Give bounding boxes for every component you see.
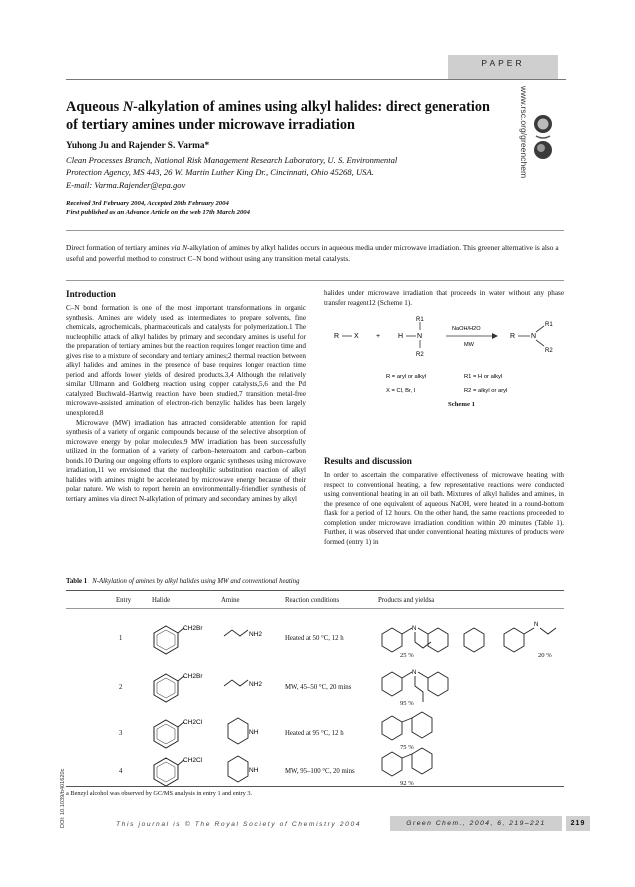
results-heading: Results and discussion xyxy=(324,456,412,466)
svg-text:R2: R2 xyxy=(545,348,553,354)
svg-text:X = Cl, Br, I: X = Cl, Br, I xyxy=(386,388,416,394)
received-dates: Received 3rd February 2004, Accepted 20t… xyxy=(66,200,250,216)
intro-paragraph-1: C–N bond formation is one of the most im… xyxy=(66,304,306,418)
table-row-2-amine: NH2 xyxy=(223,679,262,688)
table-row-1-products: N N xyxy=(381,622,557,653)
green-chem-logo-icon xyxy=(534,115,552,159)
table-row-3-yield: 75 % xyxy=(400,744,414,751)
svg-text:NaOH/H2O: NaOH/H2O xyxy=(452,326,481,332)
svg-text:NH2: NH2 xyxy=(249,631,262,638)
svg-text:CH2Cl: CH2Cl xyxy=(183,719,203,726)
table-header-products: Products and yieldsa xyxy=(378,597,435,604)
table-row-3-product xyxy=(381,711,433,741)
intro-heading: Introduction xyxy=(66,289,116,299)
table-row-2-entry: 2 xyxy=(119,684,123,691)
svg-text:N: N xyxy=(417,333,422,340)
table-row-3-halide: CH2Cl xyxy=(153,719,203,749)
intro-continued: halides under microwave irradiation that… xyxy=(324,289,564,307)
svg-text:N: N xyxy=(534,622,538,628)
affiliation: Clean Processes Branch, National Risk Ma… xyxy=(66,155,398,190)
svg-text:CH2Br: CH2Br xyxy=(183,625,203,632)
svg-text:N: N xyxy=(412,626,416,632)
svg-text:NH2: NH2 xyxy=(249,681,262,688)
abstract-top-rule xyxy=(66,230,564,231)
svg-text:X: X xyxy=(354,333,359,340)
table-row-4-conditions: MW, 95–100 °C, 20 mins xyxy=(285,768,355,775)
svg-text:R2: R2 xyxy=(416,352,424,358)
section-tag-bar xyxy=(448,55,558,79)
intro-body: C–N bond formation is one of the most im… xyxy=(66,304,306,504)
table-row-4-yield: 92 % xyxy=(400,780,414,787)
table-header-amine: Amine xyxy=(221,597,240,604)
journal-watermark: www.rsc.org/greenchem xyxy=(519,85,529,178)
svg-text:NH: NH xyxy=(249,767,259,774)
table-header-conditions: Reaction conditions xyxy=(285,597,340,604)
svg-text:MW: MW xyxy=(464,342,475,348)
svg-text:R1 = H or alkyl: R1 = H or alkyl xyxy=(464,374,502,380)
page-number: 219 xyxy=(570,820,586,827)
watermark-text: www.rsc.org/greenchem xyxy=(519,85,529,178)
svg-text:CH2Br: CH2Br xyxy=(183,673,203,680)
svg-text:R1: R1 xyxy=(416,317,424,323)
table-row-1-entry: 1 xyxy=(119,635,123,642)
svg-text:+: + xyxy=(376,333,380,340)
scheme-caption: Scheme 1 xyxy=(448,401,475,408)
footer-page-bar xyxy=(566,816,590,831)
intro-paragraph-2: Microwave (MW) irradiation has attracted… xyxy=(66,418,306,503)
section-tag: PAPER xyxy=(481,58,525,68)
authors: Yuhong Ju and Rajender S. Varma* xyxy=(66,141,210,151)
svg-text:DOI: 10.1039/b401620c: DOI: 10.1039/b401620c xyxy=(60,768,66,828)
table-row-2-halide: CH2Br xyxy=(153,673,203,703)
table-row-4-amine: NH xyxy=(227,755,259,783)
table-header-rule xyxy=(66,608,564,609)
table-footnote: a Benzyl alcohol was observed by GC/MS a… xyxy=(66,790,253,797)
footer-gap xyxy=(562,816,566,831)
table-row-1-yield-b: 20 % xyxy=(538,652,552,659)
svg-text:R2 = alkyl or aryl: R2 = alkyl or aryl xyxy=(464,388,507,394)
table-caption: Table 1 N-Alkylation of amines by alkyl … xyxy=(66,578,300,585)
svg-text:N: N xyxy=(412,670,416,676)
svg-text:NH: NH xyxy=(249,729,259,736)
table-row-3-amine: NH xyxy=(227,717,259,745)
scheme-1-figure: R X + H N R1 R2 NaOH/H2O MW R N R1 R2 R … xyxy=(334,317,553,394)
header-rule xyxy=(66,79,566,81)
results-body: In order to ascertain the comparative ef… xyxy=(324,471,564,546)
table-row-2-conditions: MW, 45–50 °C, 20 mins xyxy=(285,684,352,691)
table-header-entry: Entry xyxy=(116,597,132,604)
table-row-1-yield-a: 25 % xyxy=(400,652,414,659)
table-row-2-yield: 95 % xyxy=(400,700,414,707)
table-row-2-product: N xyxy=(381,670,449,702)
table-row-3-conditions: Heated at 95 °C, 12 h xyxy=(285,730,344,737)
table-header-halide: Halide xyxy=(152,597,171,604)
svg-text:R: R xyxy=(334,333,339,340)
table-row-1-conditions: Heated at 50 °C, 12 h xyxy=(285,635,344,642)
table-row-3-entry: 3 xyxy=(119,730,123,737)
svg-text:N: N xyxy=(531,333,536,340)
svg-text:H: H xyxy=(398,333,403,340)
footer-rights: This journal is © The Royal Society of C… xyxy=(116,821,362,828)
table-row-1-amine: NH2 xyxy=(223,629,262,638)
table-row-1-halide: CH2Br xyxy=(153,625,203,655)
doi-vertical: DOI: 10.1039/b401620c xyxy=(60,768,66,828)
svg-text:R: R xyxy=(510,333,515,340)
footer-journal: Green Chem., 2004, 6, 219–221 xyxy=(406,820,546,827)
table-row-4-entry: 4 xyxy=(119,768,123,775)
table-row-4-product xyxy=(381,747,433,777)
table-top-rule xyxy=(66,590,564,591)
table-bottom-rule xyxy=(66,786,564,787)
abstract-bottom-rule xyxy=(66,280,564,281)
footer-journal-bar xyxy=(390,816,562,831)
svg-text:CH2Cl: CH2Cl xyxy=(183,757,203,764)
svg-text:R = aryl or alkyl: R = aryl or alkyl xyxy=(386,374,426,380)
article-title: Aqueous N-alkylation of amines using alk… xyxy=(66,99,490,133)
abstract: Direct formation of tertiary amines via … xyxy=(66,243,559,263)
svg-text:R1: R1 xyxy=(545,322,553,328)
